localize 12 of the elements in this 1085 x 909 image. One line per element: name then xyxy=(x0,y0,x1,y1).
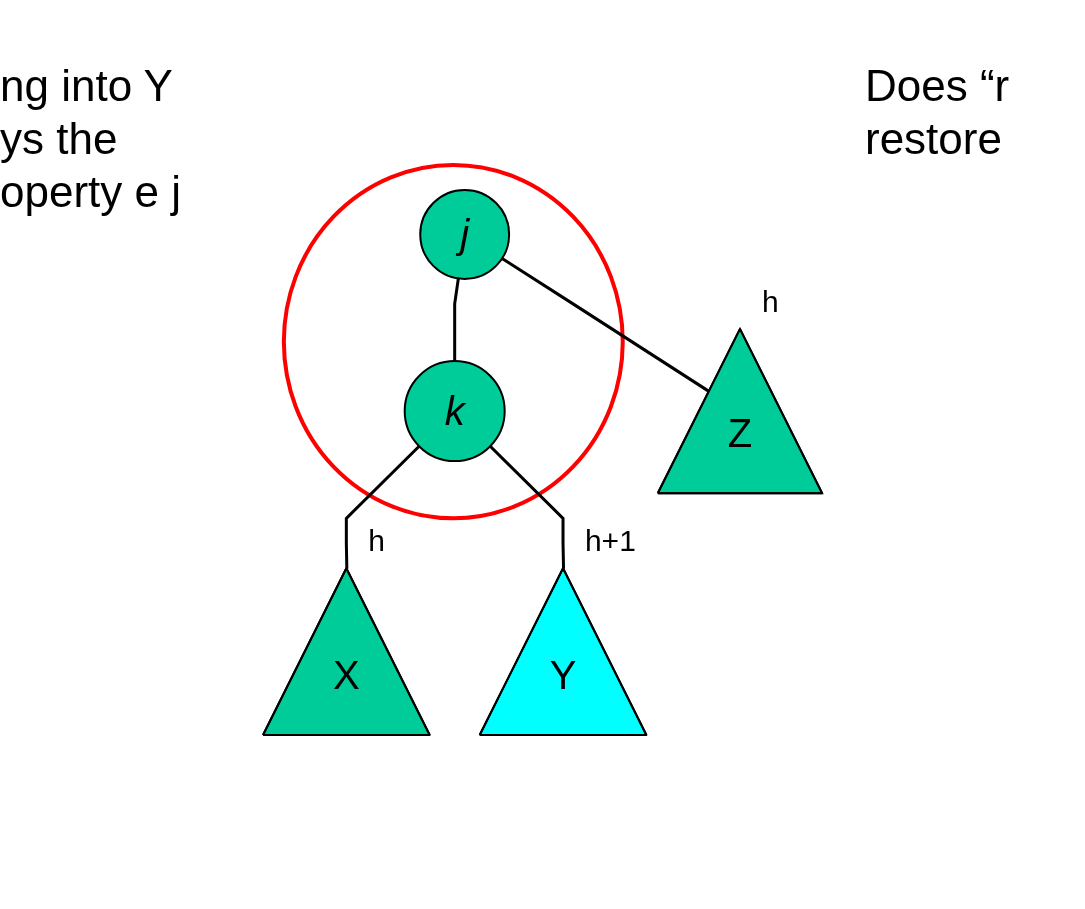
node-circle: j xyxy=(419,189,511,280)
node-circle: k xyxy=(403,360,506,463)
connector xyxy=(344,445,421,569)
note-text: Does “r restore xyxy=(865,60,1011,165)
connector xyxy=(501,257,711,393)
connector xyxy=(453,278,460,362)
height-label: h xyxy=(761,284,779,319)
connector xyxy=(489,445,565,569)
cluster xyxy=(281,163,625,521)
note-text: ng into Y ys the operty e j xyxy=(0,60,182,218)
height-label: h+1 xyxy=(584,524,636,559)
height-label: h xyxy=(368,524,385,559)
